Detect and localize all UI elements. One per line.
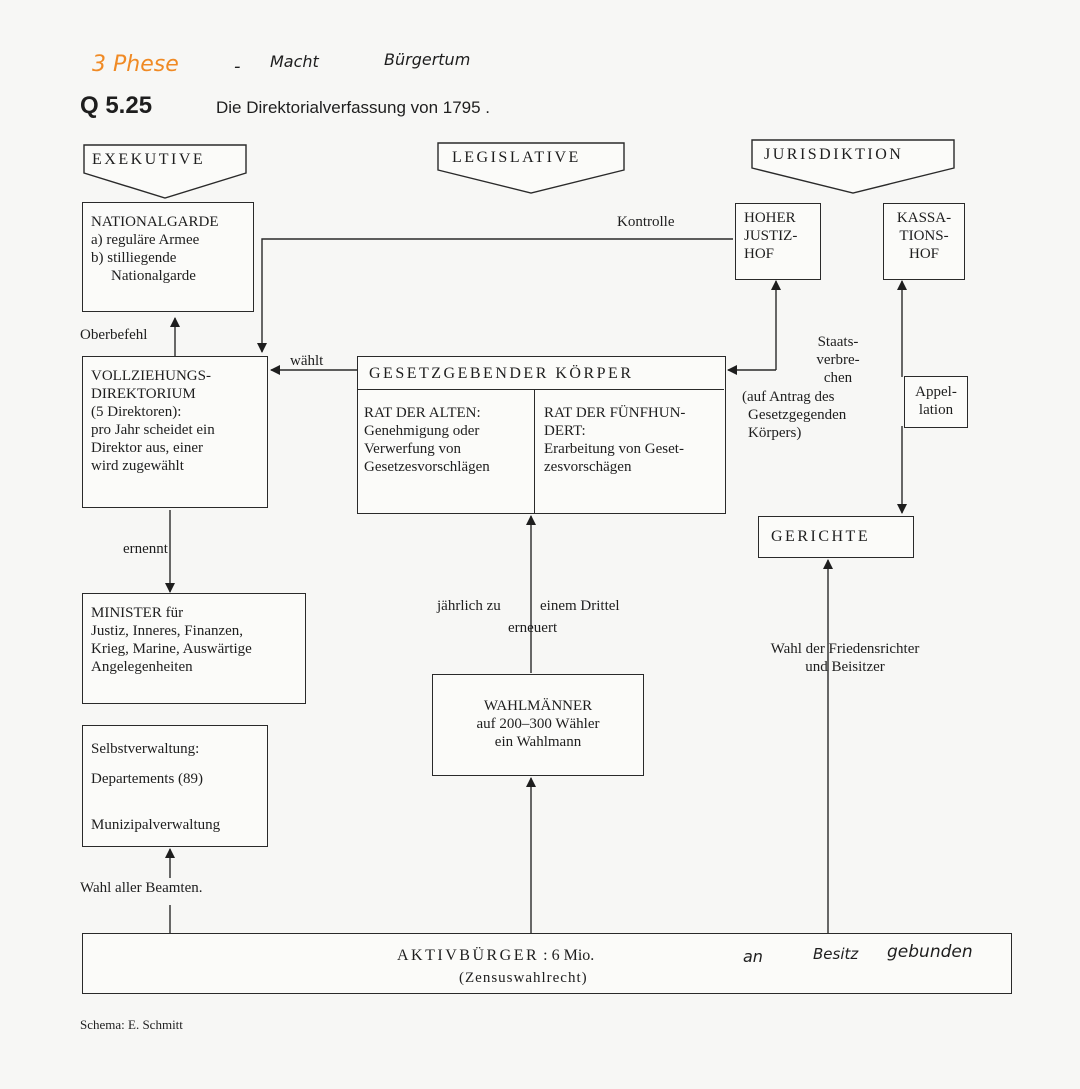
minister-title: MINISTER für [91,605,184,621]
rat-der-alten-line: Gesetzesvorschlägen [364,459,490,475]
appellation-line: Appel- [915,384,957,400]
erneuerung-label-bottom: erneuert [508,620,558,636]
handwritten-besitz: Besitz [813,945,859,963]
wahl-beamten-label: Wahl aller Beamten. [80,880,203,896]
executive-header-shape [83,144,247,199]
staatsverbrechen-line: Staats- [817,334,859,350]
rat-der-fuenfhundert: RAT DER FÜNFHUN- DERT: Erarbeitung von G… [544,404,685,476]
appellation-line: lation [918,402,954,418]
friedensrichter-label: Wahl der Friedensrichter und Beisitzer [750,640,940,676]
hoher-justizhof-line: HOF [744,246,775,262]
handwritten-buergertum: Bürgertum [384,50,471,69]
kassationshof-line: HOF [908,246,939,262]
staatsverbrechen-line: verbre- [816,352,860,368]
gerichte-label: GERICHTE [771,528,871,545]
rat-der-alten-line: Genehmigung oder [364,423,480,439]
handwritten-macht: Macht [270,52,319,71]
minister-line: Krieg, Marine, Auswärtige [91,641,252,657]
hoher-justizhof-line: HOHER [744,210,796,226]
staatsverbrechen-line: Gesetzgegenden [748,407,847,423]
hoher-justizhof-box: HOHER JUSTIZ- HOF [735,203,821,280]
direktorium-line: pro Jahr scheidet ein [91,422,215,438]
handwritten-an: an [743,947,763,966]
departements-label: Departements (89) [91,771,204,787]
appellation-box: Appel- lation [904,376,968,428]
rat-der-fuenfhundert-title: DERT: [544,423,586,439]
legislative-label: LEGISLATIVE [452,149,581,166]
nationalgarde-box: NATIONALGARDE a) reguläre Armee b) still… [82,202,254,312]
staatsverbrechen-label-top: Staats- verbre- chen [810,333,866,387]
friedensrichter-line: und Beisitzer [805,659,885,675]
staatsverbrechen-label-bottom: (auf Antrag des Gesetzgegenden Körpers) [742,388,846,442]
schema-credit: Schema: E. Schmitt [80,1017,183,1032]
waehlt-label: wählt [290,353,324,369]
staatsverbrechen-line: Körpers) [748,425,802,441]
nationalgarde-title: NATIONALGARDE [91,214,219,230]
figure-title: Die Direktorialverfassung von 1795 . [216,98,491,117]
wahlmaenner-box: WAHLMÄNNER auf 200–300 Wähler ein Wahlma… [432,674,644,776]
legislative-header-shape [437,142,625,194]
rat-der-alten: RAT DER ALTEN: Genehmigung oder Verwerfu… [364,404,490,476]
selbstverwaltung-box: Selbstverwaltung: Departements (89) Muni… [82,725,268,847]
rat-der-alten-title: RAT DER ALTEN: [364,405,481,421]
executive-label: EXEKUTIVE [92,151,206,168]
oberbefehl-label: Oberbefehl [80,327,148,343]
rat-der-fuenfhundert-line: Erarbeitung von Geset- [544,441,684,457]
direktorium-title: VOLLZIEHUNGS- [91,368,211,384]
minister-line: Angelegenheiten [91,659,193,675]
gesetzgebender-koerper-title: GESETZGEBENDER KÖRPER [369,365,634,382]
judiciary-header-shape [751,139,955,194]
direktorium-box: VOLLZIEHUNGS- DIREKTORIUM (5 Direktoren)… [82,356,268,508]
gesetzgebender-koerper-box: GESETZGEBENDER KÖRPER RAT DER ALTEN: Gen… [357,356,726,514]
direktorium-line: wird zugewählt [91,458,184,474]
aktivbuerger-count: : 6 Mio. [543,947,595,964]
handwritten-phase: 3 Phese [92,52,179,77]
rat-der-fuenfhundert-line: zesvorschägen [544,459,632,475]
hoher-justizhof-line: JUSTIZ- [744,228,798,244]
aktivbuerger-box: AKTIVBÜRGER : 6 Mio. (Zensuswahlrecht) a… [82,933,1012,994]
kontrolle-line [257,238,733,353]
nationalgarde-line: a) reguläre Armee [91,232,200,248]
rat-der-alten-line: Verwerfung von [364,441,462,457]
minister-line: Justiz, Inneres, Finanzen, [91,623,244,639]
kassationshof-box: KASSA- TIONS- HOF [883,203,965,280]
kassationshof-line: TIONS- [899,228,949,244]
kontrolle-label: Kontrolle [617,214,675,230]
wahlmaenner-line: auf 200–300 Wähler [476,716,600,732]
judiciary-label: JURISDIKTION [764,146,904,163]
gerichte-box: GERICHTE [758,516,914,558]
wahlmaenner-title: WAHLMÄNNER [483,698,593,714]
staatsverbrechen-line: (auf Antrag des [742,389,835,405]
wahlmaenner-line: ein Wahlmann [494,734,582,750]
rat-der-fuenfhundert-title: RAT DER FÜNFHUN- [544,405,686,421]
staatsverbrechen-line: chen [823,370,853,386]
figure-code: Q 5.25 [80,92,153,119]
handwritten-dash: - [234,56,241,77]
erneuerung-label-right: einem Drittel [540,598,620,614]
aktivbuerger-title: AKTIVBÜRGER : 6 Mio. [397,947,594,965]
nationalgarde-line: b) stilliegende [91,250,177,266]
direktorium-line: (5 Direktoren): [91,404,182,420]
minister-box: MINISTER für Justiz, Inneres, Finanzen, … [82,593,306,704]
direktorium-line: Direktor aus, einer [91,440,204,456]
kassationshof-line: KASSA- [896,210,952,226]
aktivbuerger-label: AKTIVBÜRGER [397,947,540,964]
handwritten-gebunden: gebunden [887,942,973,962]
direktorium-title: DIREKTORIUM [91,386,196,402]
friedensrichter-line: Wahl der Friedensrichter [770,641,920,657]
erneuerung-label-left: jährlich zu [437,598,501,614]
munizipalverwaltung-label: Munizipalverwaltung [91,817,221,833]
nationalgarde-line: Nationalgarde [111,268,196,284]
ernennt-label: ernennt [123,541,168,557]
zensuswahlrecht-label: (Zensuswahlrecht) [459,970,588,986]
selbstverwaltung-title: Selbstverwaltung: [91,741,200,757]
